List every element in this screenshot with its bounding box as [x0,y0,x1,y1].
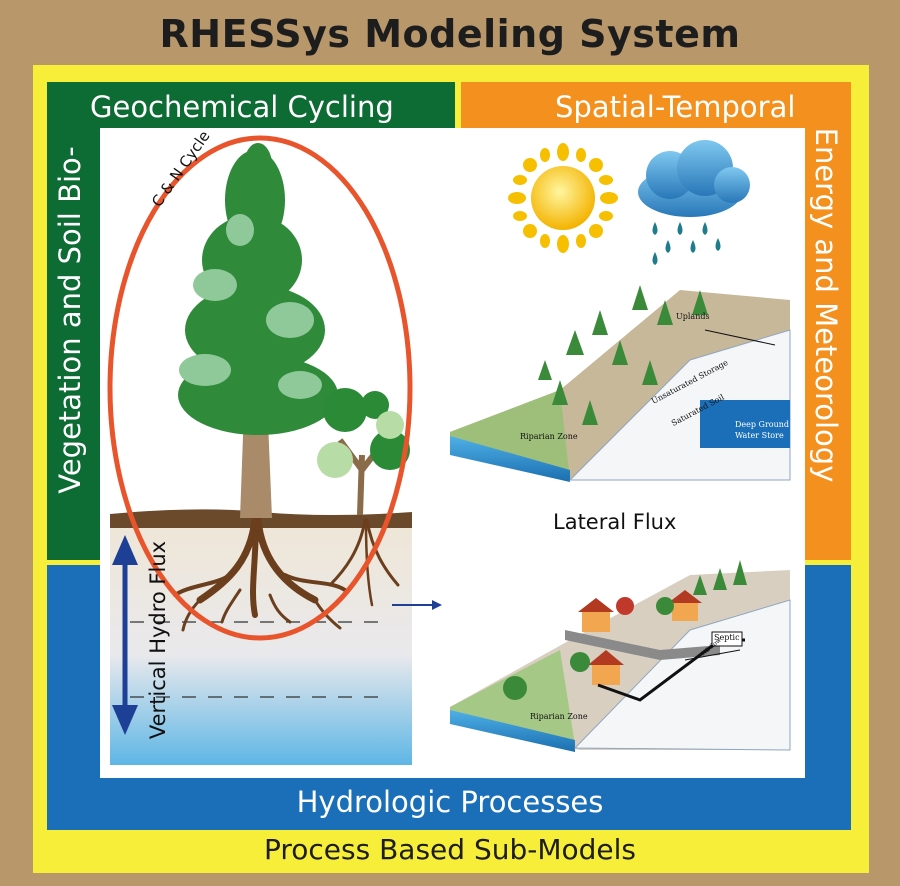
energy-band-title: Spatial-Temporal [555,90,796,124]
lateral-flux-label: Lateral Flux [553,510,677,534]
tree-icon [178,143,338,518]
rain-cloud-icon [638,140,750,265]
deep-ground-label: Deep Ground [735,420,790,429]
lateral-arrow [392,600,442,610]
septic-label: Septic [714,633,740,642]
cn-cycle-ellipse [107,135,413,641]
tree-roots [173,516,400,632]
vertical-flux-label: Vertical Hydro Flux [146,540,170,740]
soil-column [110,509,412,765]
diagram-title: RHESSys Modeling System [159,12,741,56]
vertical-flux-arrow [112,535,138,735]
riparian-zone-label-top: Riparian Zone [520,432,578,441]
riparian-zone-label-bottom: Riparian Zone [530,712,588,721]
vegetation-band-title: Geochemical Cycling [90,90,394,124]
submodels-band-title: Process Based Sub-Models [263,833,637,866]
shrub-icon [317,388,410,516]
hillslope-residential [450,560,791,752]
sun-icon [508,143,618,253]
water-store-label: Water Store [735,431,784,440]
uplands-label: Uplands [676,312,710,321]
house-icon [578,590,702,685]
hydrologic-band-title: Hydrologic Processes [296,785,604,819]
hillslope-forest [450,285,791,482]
